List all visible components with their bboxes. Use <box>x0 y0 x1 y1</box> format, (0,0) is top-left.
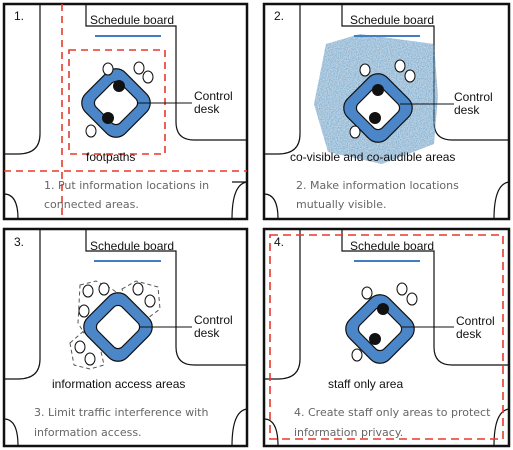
panel-4: Schedule board Control desk staff only a… <box>262 227 511 448</box>
caption-line: mutually visible. <box>296 198 387 211</box>
visitor <box>351 348 363 362</box>
panel-1: Schedule board Control desk footpaths 1.… <box>2 2 249 221</box>
area-label: footpaths <box>86 150 135 164</box>
schedule-board-label: Schedule board <box>90 239 174 253</box>
schedule-board-label: Schedule board <box>90 13 174 27</box>
control-desk <box>345 294 415 364</box>
schedule-board-label: Schedule board <box>350 13 434 27</box>
corridor-line <box>231 181 248 220</box>
staff-member <box>377 303 389 315</box>
panel-frame <box>2 2 249 221</box>
caption-line: 2. Make information locations <box>296 179 459 192</box>
visitor <box>404 69 416 83</box>
corridor-line <box>341 229 509 366</box>
caption-line: 3. Limit traffic interference with <box>34 406 208 419</box>
corridor-line <box>85 4 247 141</box>
visitor <box>74 340 86 354</box>
schedule-board-label: Schedule board <box>350 239 434 253</box>
visitor <box>133 61 145 75</box>
caption-line: 1. Put information locations in <box>44 179 209 192</box>
corridor-line <box>85 229 247 366</box>
visitor <box>406 292 418 306</box>
visitor <box>394 59 406 73</box>
control-desk-label: Control <box>454 90 493 104</box>
visitor <box>132 282 144 296</box>
visitor <box>142 70 154 84</box>
control-desk-label: desk <box>454 103 480 117</box>
corridor-line <box>493 408 510 447</box>
area-label: information access areas <box>52 377 185 391</box>
caption-line: information access. <box>34 426 142 439</box>
panel-frame <box>262 2 511 221</box>
control-desk-label: desk <box>194 102 220 116</box>
corridor-line <box>4 4 41 155</box>
corridor-line <box>3 418 19 447</box>
visitor <box>144 294 156 308</box>
panel-number: 4. <box>274 235 284 249</box>
panel-2: Schedule board Control desk co-visible a… <box>262 2 511 221</box>
panel-number: 2. <box>274 9 284 23</box>
caption-line: information privacy. <box>294 426 403 439</box>
visitor <box>98 282 110 296</box>
panel-number: 1. <box>14 9 24 23</box>
corridor-line <box>263 418 279 447</box>
visitor <box>82 284 94 298</box>
staff-member <box>369 333 381 345</box>
visitor <box>84 352 96 366</box>
control-desk-label: desk <box>194 326 220 340</box>
staff-member <box>369 112 381 124</box>
panel-3: Schedule board Control desk information … <box>2 227 249 448</box>
visitor <box>85 124 97 138</box>
control-desk-label: Control <box>194 89 233 103</box>
control-desk <box>83 292 153 362</box>
corridor-line <box>263 193 279 220</box>
corridor-line <box>231 408 248 447</box>
control-desk-label: desk <box>456 327 482 341</box>
corridor-line <box>264 229 301 380</box>
visitor <box>78 304 90 318</box>
corridor-line <box>3 193 19 220</box>
staff-member <box>102 112 114 124</box>
panel-frame <box>2 227 249 448</box>
footpath-dashed-area <box>68 49 166 155</box>
panel-number: 3. <box>14 235 24 249</box>
control-desk <box>343 73 413 143</box>
visitor <box>359 63 371 77</box>
corridor-line <box>4 229 41 380</box>
staff-member <box>372 84 384 96</box>
panel-frame <box>262 227 511 448</box>
staff-only-boundary <box>269 234 504 440</box>
staff-member <box>113 80 125 92</box>
visitor <box>102 62 114 76</box>
control-desk-label: Control <box>194 313 233 327</box>
area-label: staff only area <box>328 377 403 391</box>
caption-line: connected areas. <box>44 198 139 211</box>
visitor <box>396 282 408 296</box>
area-label: co-visible and co-audible areas <box>290 150 455 164</box>
visitor <box>349 125 361 139</box>
visitor <box>361 286 373 300</box>
caption-line: 4. Create staff only areas to protect <box>294 406 491 419</box>
control-desk-label: Control <box>456 314 495 328</box>
corridor-line <box>493 181 510 220</box>
corridor-line <box>264 4 301 155</box>
